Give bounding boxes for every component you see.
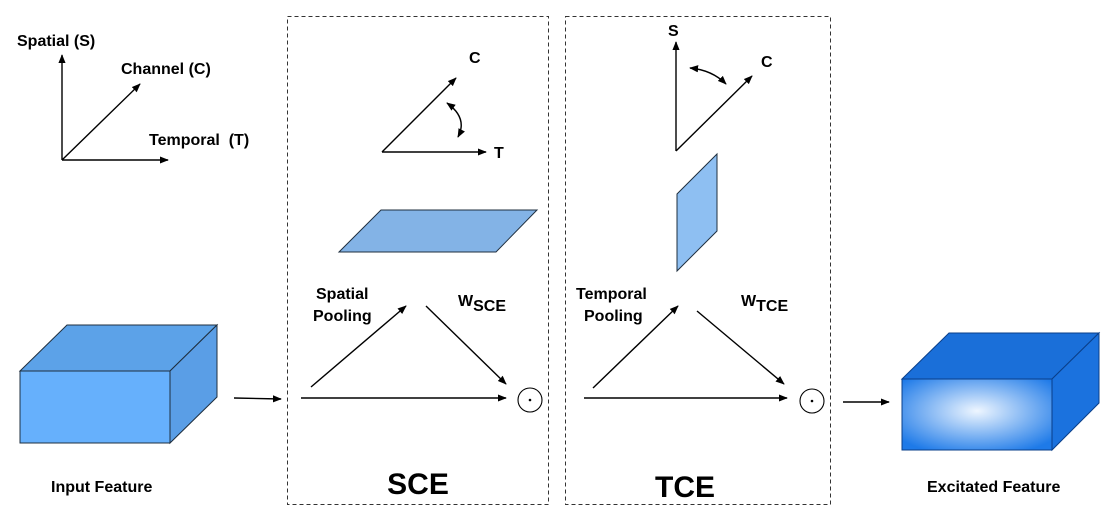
sce-weight-subscript: SCE [473,298,506,315]
sce-operator-dot [528,398,532,402]
sce-pooling-arrow [310,305,407,388]
tce-pooling-label-2: Pooling [584,308,643,325]
tce-weight-subscript: TCE [756,298,788,315]
tce-title: TCE [655,471,715,504]
spatial-axis-label: Spatial (S) [17,33,95,50]
sce-weight-label: WSCE [458,293,506,315]
excitated-feature-label: Excitated Feature [927,479,1060,496]
tce-weight-label: WTCE [741,293,788,315]
channel-axis [61,83,141,161]
input-feature-cube [18,323,219,445]
tce-operator-dot [810,399,814,403]
channel-axis-label: Channel (C) [121,61,211,78]
output-cube-front [901,378,1053,451]
sce-dashed-box [287,16,549,505]
temporal-axis-label: Temporal (T) [149,132,249,149]
sce-weight-arrow [425,305,507,385]
tce-dashed-box [565,16,831,505]
sce-pooled-plane [337,209,539,253]
axes-legend: Spatial (S) Channel (C) Temporal (T) [17,33,249,164]
tce-pooled-plane [676,152,718,273]
sce-module: C T Spatial Pooling WSCE SCE [287,16,549,505]
sce-t-label: T [494,145,504,162]
input-feature-label: Input Feature [51,479,152,496]
sce-title: SCE [387,468,449,501]
sce-curved-double-arrow [446,102,465,138]
input-to-sce-arrow [233,395,282,403]
sce-c-label: C [469,50,481,67]
sce-pooling-label-2: Pooling [313,308,372,325]
tce-pooling-label-1: Temporal [576,286,647,303]
tce-curved-double-arrow [689,65,727,85]
tce-c-label: C [761,54,773,71]
tce-s-label: S [668,23,679,40]
input-cube-front [19,370,171,444]
tce-c-axis [675,75,753,152]
tce-pooling-arrow [592,305,679,389]
tce-weight-arrow [696,310,785,385]
excitated-feature-cube [900,331,1101,452]
sce-pooling-label-1: Spatial [316,286,368,303]
tce-module: S C Temporal Pooling WTCE TCE [565,16,831,505]
sce-c-axis [381,77,457,153]
